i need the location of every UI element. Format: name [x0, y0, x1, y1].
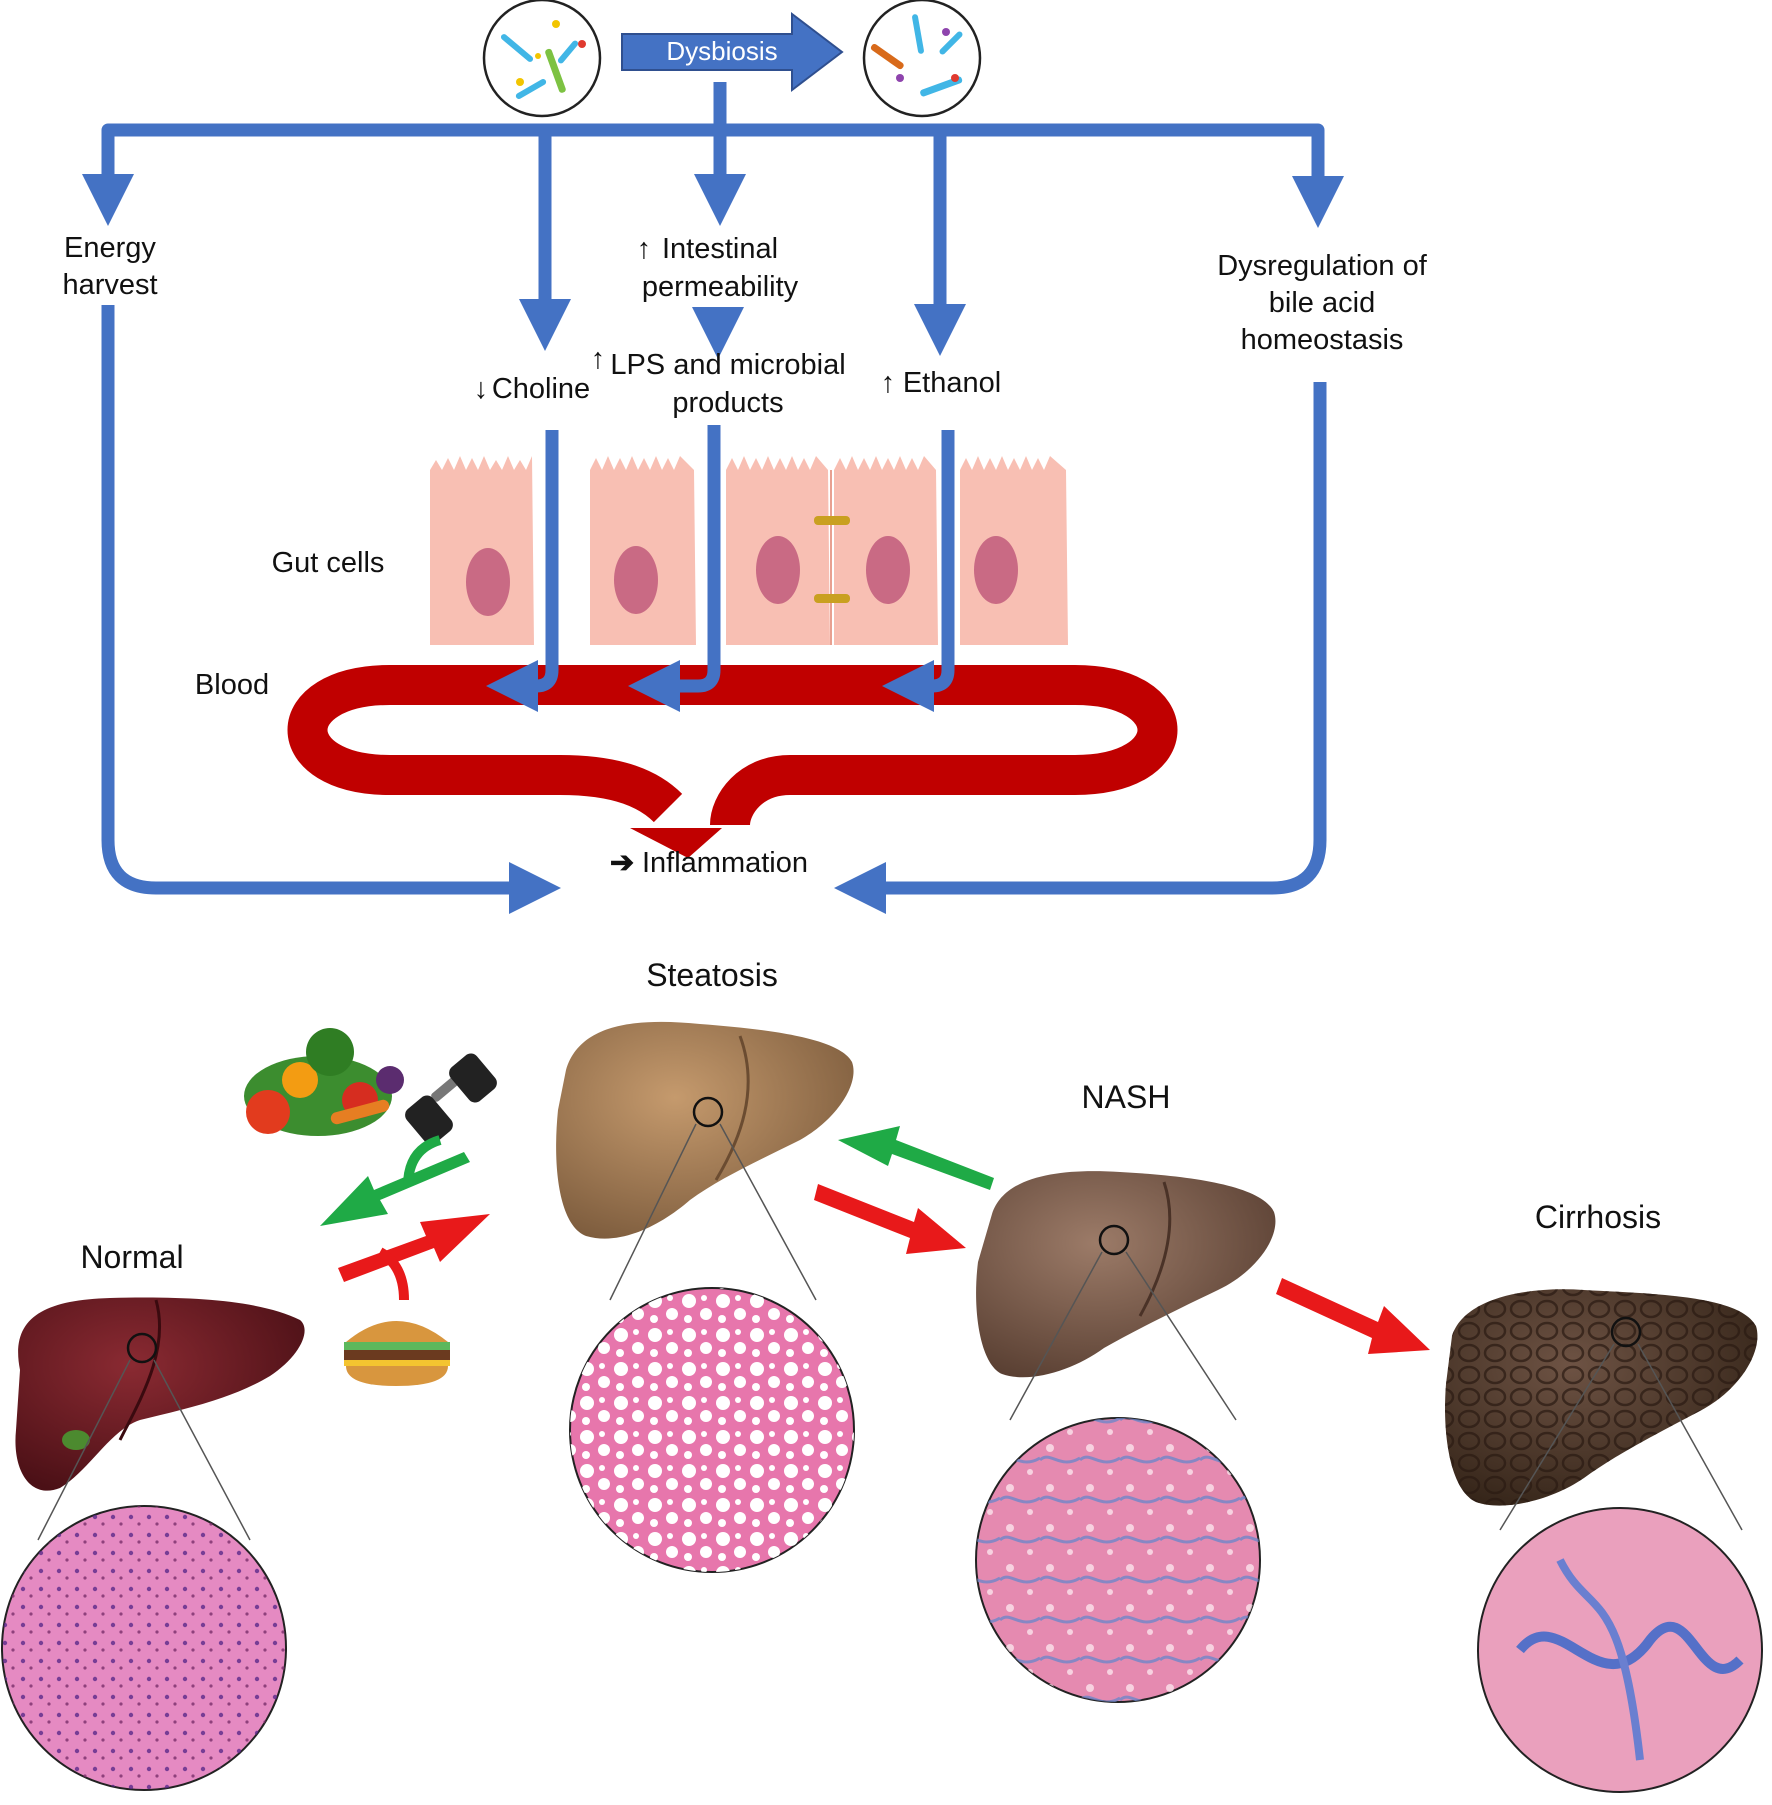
- stage-label-normal: Normal: [80, 1239, 183, 1275]
- red-progress-arrow-middle: [814, 1184, 966, 1254]
- blood-vessel: [287, 665, 1178, 858]
- gut-cell: [726, 456, 830, 645]
- tight-junction: [814, 516, 850, 525]
- svg-text:↓: ↓: [474, 373, 489, 405]
- svg-text:Ethanol: Ethanol: [903, 367, 1001, 399]
- vegetables-icon: [244, 1028, 404, 1136]
- gut-cells-label: Gut cells: [272, 547, 385, 579]
- svg-text:➔: ➔: [610, 847, 634, 879]
- svg-text:Intestinal: Intestinal: [662, 233, 778, 265]
- liver-normal: [15, 1297, 305, 1491]
- histology-cirrhosis: [1477, 1343, 1763, 1793]
- svg-text:products: products: [672, 387, 783, 419]
- green-reverse-arrow-left: [320, 1135, 470, 1226]
- svg-text:Dysregulation of: Dysregulation of: [1217, 250, 1427, 282]
- liver-cirrhosis: [1445, 1289, 1758, 1506]
- blood-label: Blood: [195, 669, 269, 701]
- svg-text:permeability: permeability: [642, 271, 799, 303]
- intestinal-permeability-label: ↑ Intestinal permeability: [637, 233, 799, 303]
- svg-text:↑: ↑: [881, 367, 896, 399]
- dysbiosis-label: Dysbiosis: [666, 36, 777, 66]
- gut-cell: [960, 456, 1068, 645]
- svg-text:Energy: Energy: [64, 232, 156, 264]
- svg-text:↑: ↑: [637, 233, 652, 265]
- stage-label-cirrhosis: Cirrhosis: [1535, 1199, 1661, 1235]
- red-progress-arrow-right: [1276, 1278, 1430, 1354]
- histology-normal: [1, 1359, 287, 1791]
- stage-label-steatosis: Steatosis: [646, 957, 778, 993]
- gut-cell: [430, 456, 534, 645]
- dumbbell-icon: [405, 1053, 497, 1145]
- dysbiotic-microbiota-icon: [862, 0, 982, 118]
- svg-text:Choline: Choline: [492, 373, 590, 405]
- stage-label-nash: NASH: [1082, 1079, 1171, 1115]
- svg-text:↑: ↑: [591, 343, 606, 375]
- bile-acid-label: Dysregulation of bile acid homeostasis: [1217, 250, 1427, 356]
- inflammation-label: ➔ Inflammation: [610, 847, 808, 879]
- red-progress-arrow-left: [338, 1214, 490, 1301]
- burger-icon: [344, 1321, 450, 1386]
- lps-label: ↑ LPS and microbial products: [591, 343, 846, 419]
- healthy-microbiota-icon: [482, 0, 602, 118]
- gut-epithelium: [430, 456, 1068, 645]
- svg-text:Inflammation: Inflammation: [642, 847, 808, 879]
- svg-text:bile acid: bile acid: [1269, 287, 1375, 319]
- choline-label: ↓ Choline: [474, 373, 590, 405]
- gut-cell: [590, 456, 696, 645]
- histology-steatosis: [569, 1123, 855, 1573]
- svg-text:homeostasis: homeostasis: [1241, 324, 1404, 356]
- histology-nash: [975, 1251, 1261, 1703]
- dysbiosis-pathway-lines: [82, 82, 1344, 359]
- gut-to-blood-arrows: [486, 425, 955, 712]
- dysbiosis-arrow: Dysbiosis: [621, 11, 844, 93]
- gut-cell: [834, 456, 938, 645]
- ethanol-label: ↑ Ethanol: [881, 367, 1001, 399]
- liver-steatosis: [556, 1021, 854, 1239]
- green-reverse-arrow-middle: [838, 1126, 994, 1190]
- side-pathway-arrows: [101, 305, 1327, 914]
- energy-harvest-label: Energy harvest: [62, 232, 157, 301]
- tight-junction: [814, 594, 850, 603]
- liver-nash: [976, 1171, 1276, 1378]
- svg-text:harvest: harvest: [62, 269, 157, 301]
- svg-text:LPS and microbial: LPS and microbial: [610, 349, 845, 381]
